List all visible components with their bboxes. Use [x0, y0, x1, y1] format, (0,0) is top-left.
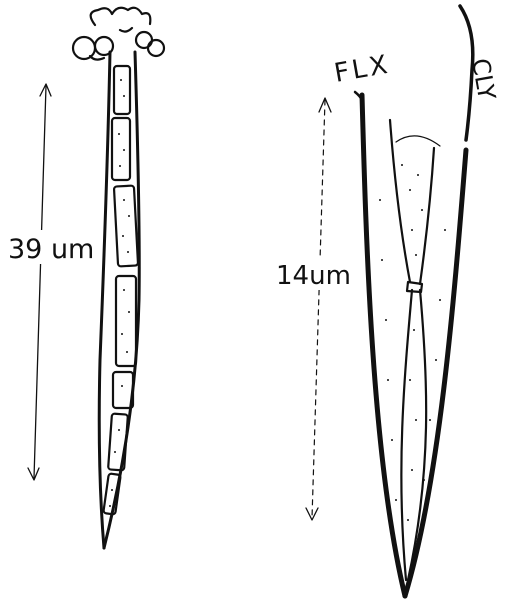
left-scale-label: 39 um: [8, 234, 94, 265]
left-scale-bar: [28, 84, 51, 480]
left-specimen: 39 um: [6, 8, 164, 548]
right-stipple: [379, 164, 446, 521]
right-scale-arrowheads: [306, 98, 331, 520]
right-scale-label: 14um: [276, 261, 351, 291]
right-scale-bar: [312, 100, 325, 518]
right-outer-wall: [355, 6, 473, 596]
right-specimen: FLX CLY 14um: [274, 6, 501, 596]
right-annotation-left: FLX: [332, 50, 393, 89]
left-specimen-head: [73, 8, 164, 60]
left-filament: [99, 52, 139, 548]
right-inner-funnel: [390, 120, 440, 580]
